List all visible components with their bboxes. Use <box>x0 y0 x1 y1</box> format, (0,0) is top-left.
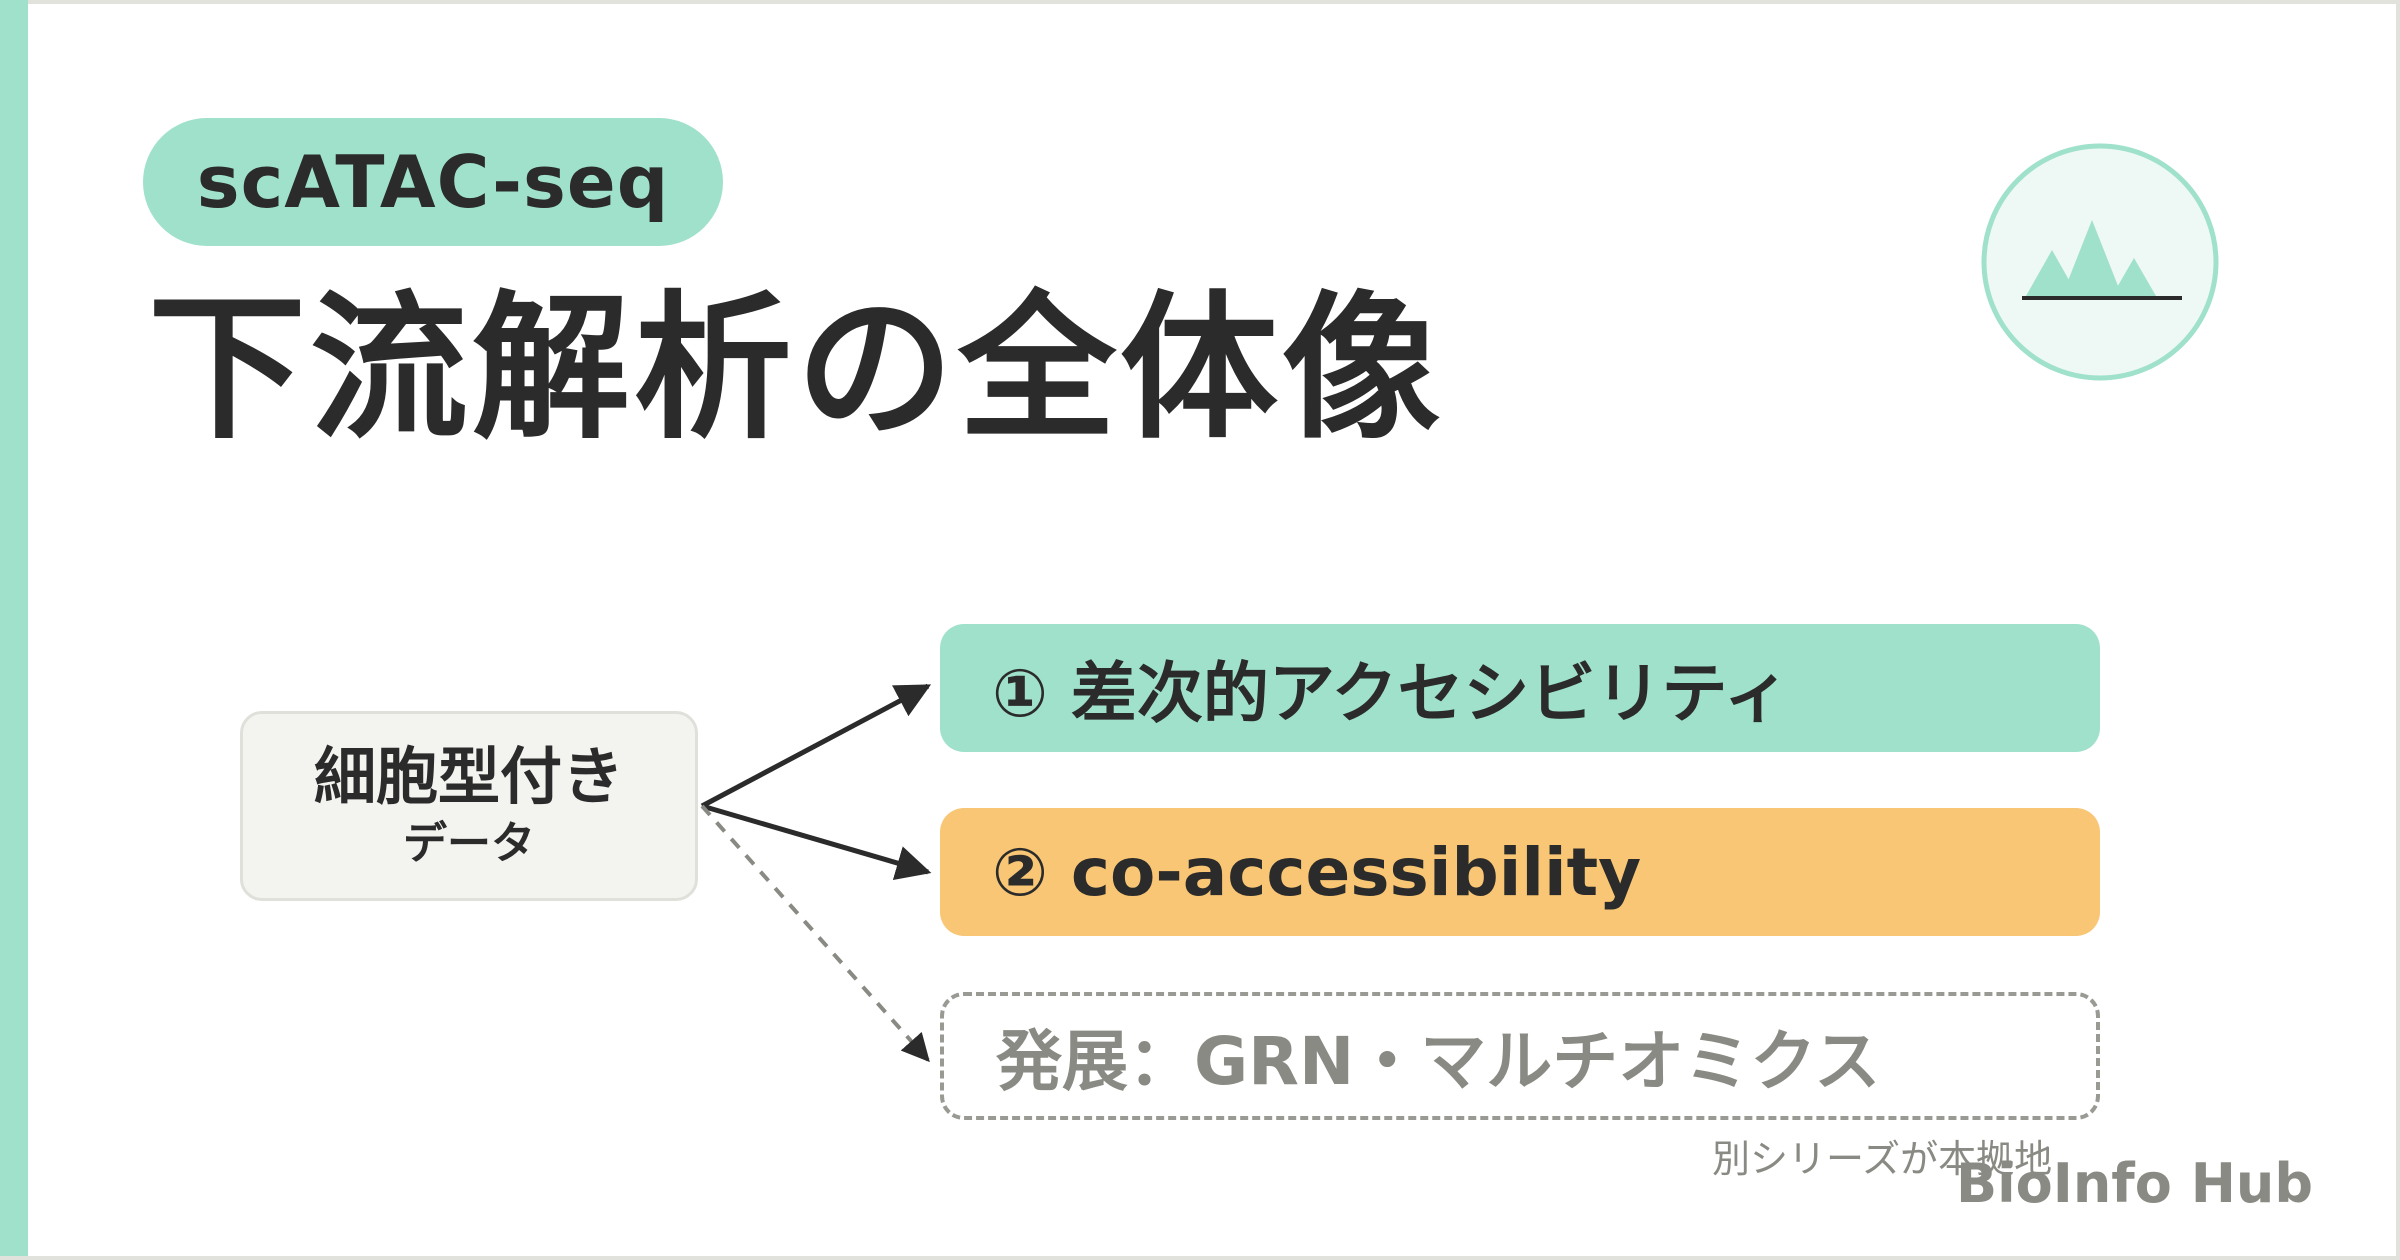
topic-tag: scATAC-seq <box>143 118 723 246</box>
source-sub-label: データ <box>403 818 535 870</box>
target-co-accessibility: ② co-accessibility <box>940 808 2100 936</box>
top-border <box>0 0 2396 4</box>
source-main-label: 細胞型付き <box>313 739 624 813</box>
arrow-to-extension <box>700 804 930 1063</box>
arrow-to-coaccessibility <box>701 803 932 880</box>
brand-label: BioInfo Hub <box>1956 1152 2313 1215</box>
source-node: 細胞型付き データ <box>240 711 698 901</box>
target-extension: 発展：GRN・マルチオミクス <box>940 992 2100 1120</box>
page-title: 下流解析の全体像 <box>148 277 1444 461</box>
arrow-to-differential <box>700 683 932 809</box>
footnote: 別シリーズが本拠地 <box>1712 1137 2053 1181</box>
accent-bar <box>0 0 28 1256</box>
peaks-icon <box>1981 143 2219 381</box>
target-differential-accessibility: ① 差次的アクセシビリティ <box>940 624 2100 752</box>
